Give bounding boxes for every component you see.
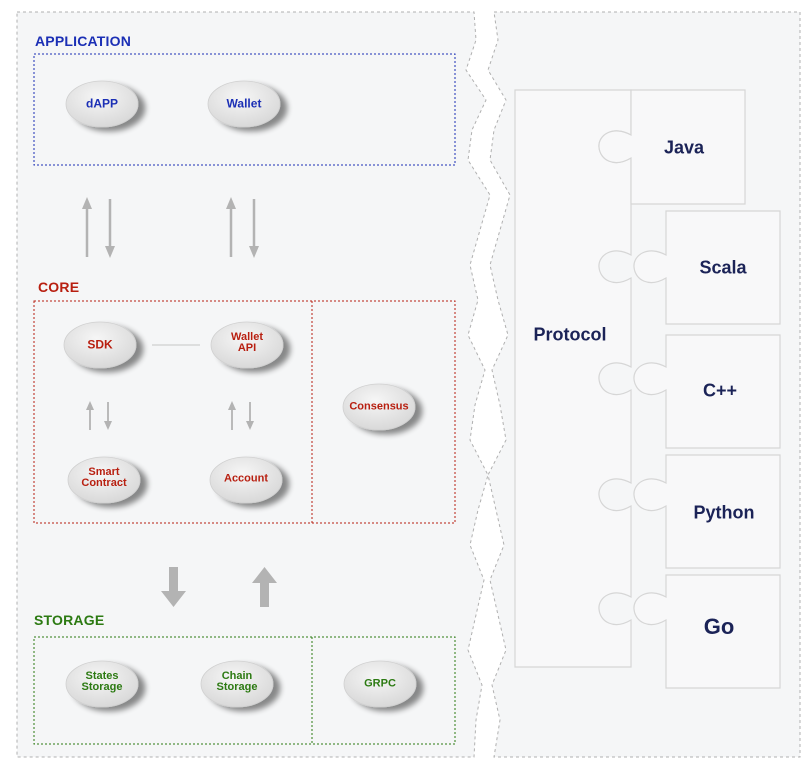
go-puzzle-piece <box>633 574 781 689</box>
python-puzzle-piece <box>633 454 781 569</box>
chain-storage-label: Chain Storage <box>216 670 258 693</box>
account-pill <box>209 456 283 504</box>
wallet-pill <box>207 80 281 128</box>
language-go: Go <box>703 614 735 639</box>
app-core-arrows-right <box>226 197 259 258</box>
states-storage-pill <box>65 660 139 708</box>
language-python: Python <box>693 502 755 523</box>
pills <box>63 80 417 708</box>
java-puzzle-piece <box>598 89 746 205</box>
consensus-pill <box>342 383 416 431</box>
account-label: Account <box>224 472 268 485</box>
scala-puzzle-piece <box>633 210 781 325</box>
consensus-label: Consensus <box>349 400 409 413</box>
core-box <box>33 300 456 524</box>
core-title: CORE <box>38 279 80 295</box>
core-storage-up-arrow <box>252 567 277 607</box>
storage-title: STORAGE <box>34 612 105 628</box>
dapp-pill <box>65 80 139 128</box>
wallet-label: Wallet <box>226 96 262 111</box>
core-arrows-right <box>228 401 254 430</box>
smart-contract-label: Smart Contract <box>81 466 127 489</box>
grpc-pill <box>343 660 417 708</box>
protocol-label: Protocol <box>533 324 607 345</box>
cpp-puzzle-piece <box>633 334 781 449</box>
language-cpp: C++ <box>702 380 738 401</box>
chain-storage-pill <box>200 660 274 708</box>
states-storage-label: States Storage <box>81 670 123 693</box>
left-panel <box>16 11 491 758</box>
language-scala: Scala <box>699 257 747 278</box>
wallet-api-label: Wallet API <box>231 331 263 354</box>
sdk-pill <box>63 321 137 369</box>
smart-contract-pill <box>67 456 141 504</box>
sdk-label: SDK <box>87 337 113 352</box>
app-core-arrows-left <box>82 197 115 258</box>
application-box <box>33 53 456 166</box>
core-arrows-left <box>86 401 112 430</box>
core-storage-down-arrow <box>161 567 186 607</box>
grpc-label: GRPC <box>364 677 396 690</box>
application-title: APPLICATION <box>35 33 132 49</box>
dapp-label: dAPP <box>85 96 119 111</box>
language-java: Java <box>663 137 705 158</box>
wallet-api-pill <box>210 321 284 369</box>
